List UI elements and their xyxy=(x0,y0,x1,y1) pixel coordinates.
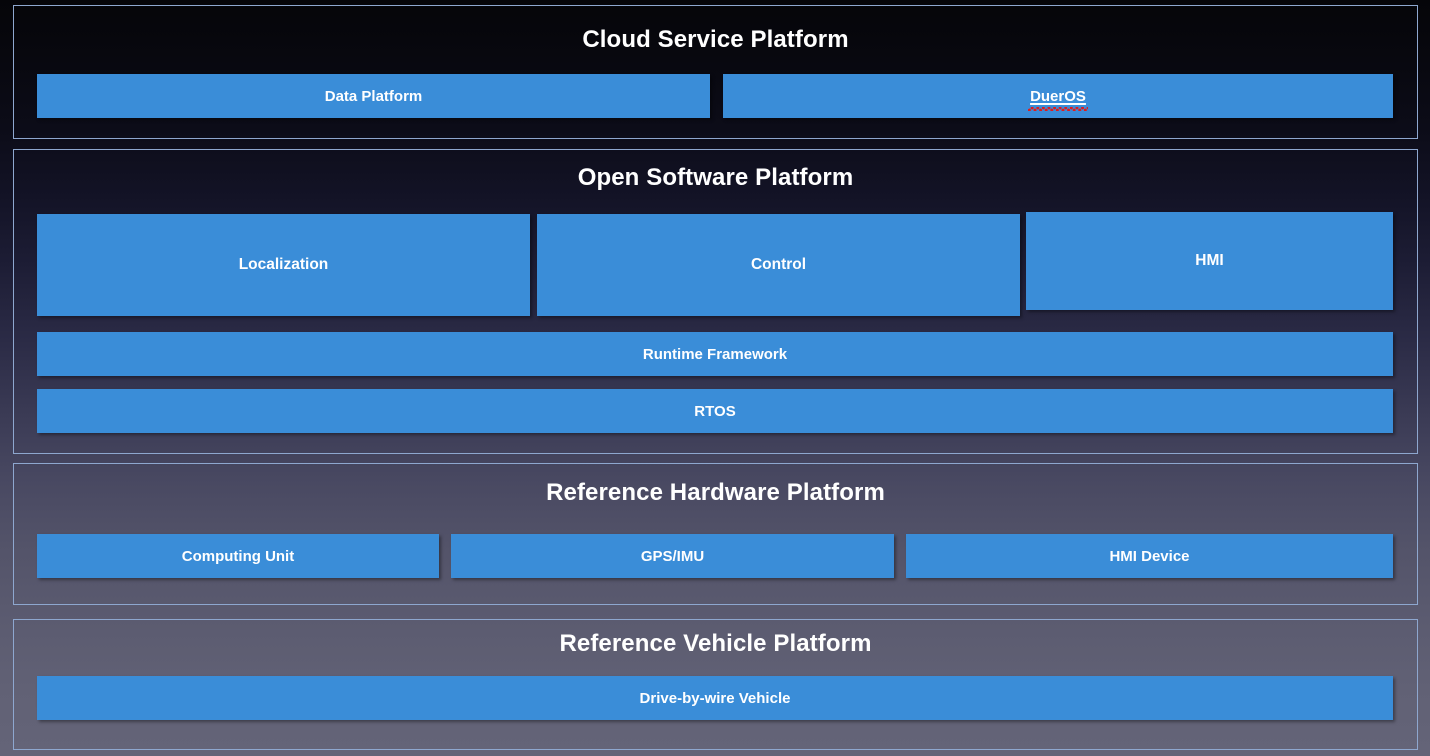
box-hmi[interactable]: HMI xyxy=(1026,212,1393,310)
box-label-computing-unit: Computing Unit xyxy=(181,547,295,565)
box-label-hmi-device: HMI Device xyxy=(1109,547,1190,565)
box-drive-by-wire-vehicle[interactable]: Drive-by-wire Vehicle xyxy=(37,676,1393,720)
box-label-hmi: HMI xyxy=(1195,252,1224,270)
layer-cloud-service-platform: Cloud Service Platform Data Platform Due… xyxy=(13,5,1418,139)
box-computing-unit[interactable]: Computing Unit xyxy=(37,534,439,578)
box-control[interactable]: Control xyxy=(537,214,1020,316)
box-label-data-platform: Data Platform xyxy=(324,87,423,105)
layer-title-reference-vehicle-platform: Reference Vehicle Platform xyxy=(559,630,872,657)
layer-title-reference-hardware-platform: Reference Hardware Platform xyxy=(546,479,885,506)
box-label-control: Control xyxy=(750,256,807,274)
box-hmi-device[interactable]: HMI Device xyxy=(906,534,1393,578)
layer-reference-vehicle-platform: Reference Vehicle Platform Drive-by-wire… xyxy=(13,619,1418,750)
box-label-drive-by-wire-vehicle: Drive-by-wire Vehicle xyxy=(639,689,791,707)
box-label-dueros: DuerOS xyxy=(1028,87,1088,111)
box-dueros[interactable]: DuerOS xyxy=(723,74,1393,118)
layer-title-open-software-platform: Open Software Platform xyxy=(577,164,854,191)
box-runtime-framework[interactable]: Runtime Framework xyxy=(37,332,1393,376)
layer-reference-hardware-platform: Reference Hardware Platform Computing Un… xyxy=(13,463,1418,605)
box-data-platform[interactable]: Data Platform xyxy=(37,74,710,118)
layer-title-cloud-service-platform: Cloud Service Platform xyxy=(582,26,849,53)
layer-open-software-platform: Open Software Platform Localization Cont… xyxy=(13,149,1418,454)
box-rtos[interactable]: RTOS xyxy=(37,389,1393,433)
box-gps-imu[interactable]: GPS/IMU xyxy=(451,534,894,578)
box-localization[interactable]: Localization xyxy=(37,214,530,316)
box-label-localization: Localization xyxy=(238,256,329,274)
box-label-gps-imu: GPS/IMU xyxy=(640,547,705,565)
box-label-rtos: RTOS xyxy=(694,402,736,420)
box-label-runtime-framework: Runtime Framework xyxy=(642,345,788,363)
